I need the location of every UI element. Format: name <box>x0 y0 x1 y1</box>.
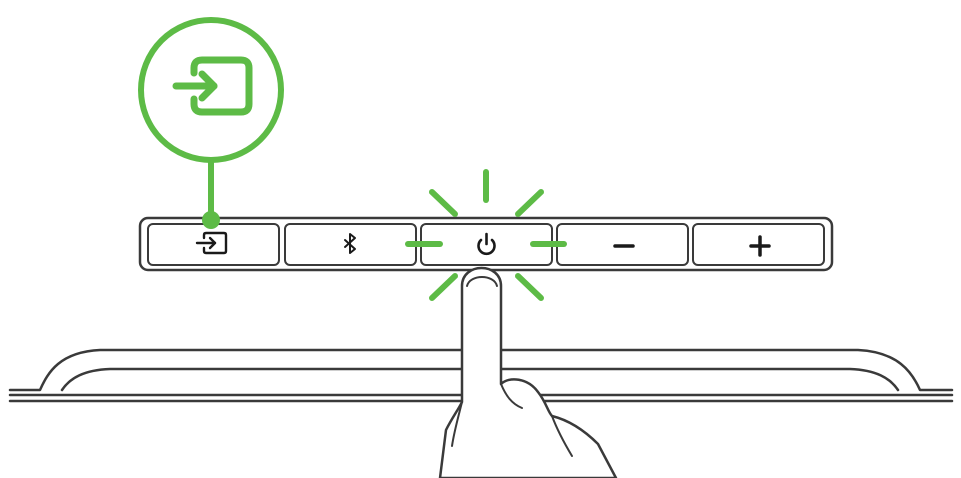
volume-down-button[interactable] <box>557 224 688 265</box>
bluetooth-button[interactable] <box>285 224 416 265</box>
input-callout <box>141 20 281 229</box>
control-panel <box>140 218 832 270</box>
input-button[interactable] <box>148 224 279 265</box>
hand-pressing-finger <box>440 268 616 478</box>
callout-anchor-dot <box>202 211 220 229</box>
volume-up-button[interactable] <box>693 224 824 265</box>
